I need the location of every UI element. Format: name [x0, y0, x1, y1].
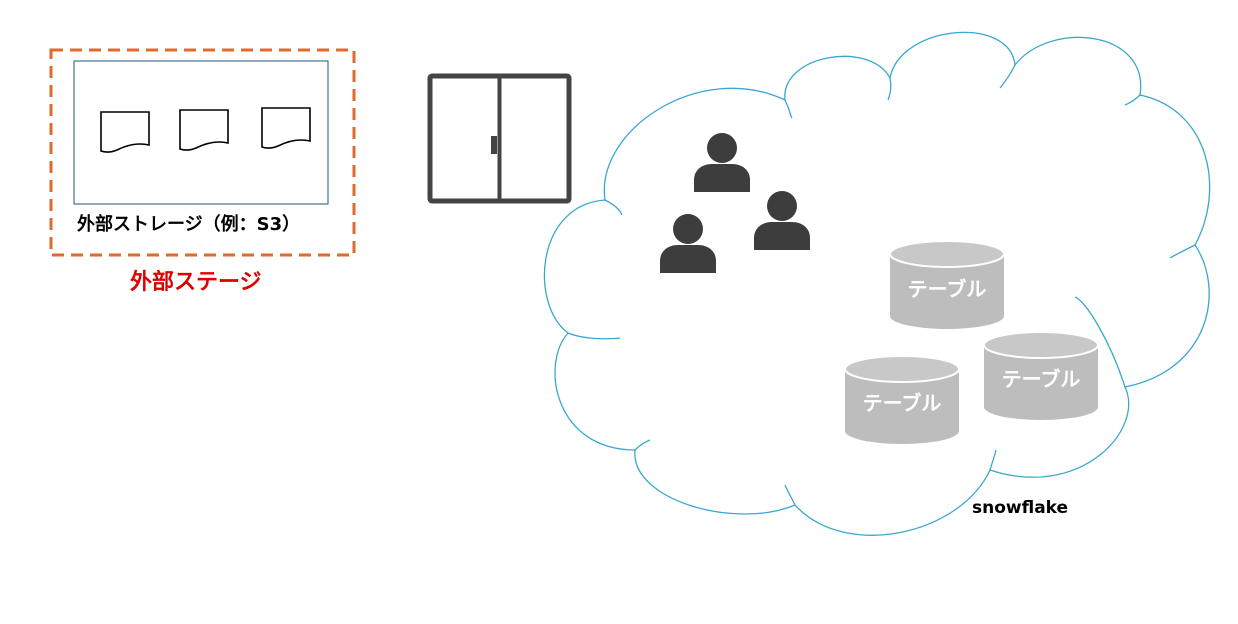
external-storage-label: 外部ストレージ（例：S3）	[77, 213, 300, 235]
snowflake-label: snowflake	[972, 498, 1068, 518]
document-icon	[179, 109, 229, 151]
cloud-shape	[543, 31, 1211, 536]
table-label: テーブル	[1002, 367, 1081, 391]
table-label: テーブル	[908, 277, 987, 301]
sliding-door-icon	[427, 73, 572, 204]
user-icon	[660, 214, 716, 273]
table-label: テーブル	[863, 391, 942, 415]
external-stage-label: 外部ステージ	[130, 269, 262, 295]
table-cylinder: テーブル	[844, 355, 960, 444]
external-stage-frame	[49, 48, 356, 257]
user-icon	[694, 133, 750, 192]
user-icon	[754, 191, 810, 250]
document-icon	[100, 111, 150, 153]
document-icon	[261, 107, 311, 149]
table-cylinder: テーブル	[983, 331, 1099, 420]
table-cylinder: テーブル	[889, 240, 1005, 329]
